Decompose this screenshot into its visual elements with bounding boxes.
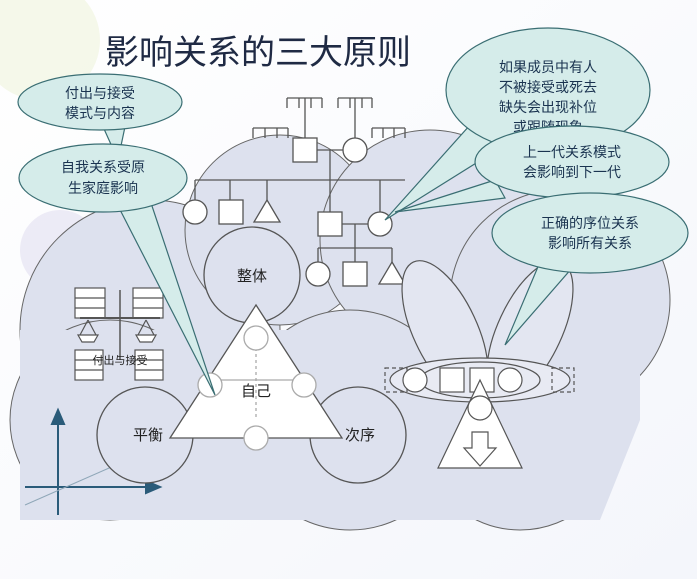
bubble-text: 会影响到下一代 [523,165,621,181]
bubble-text: 生家庭影响 [68,180,138,197]
bubble-generation: 上一代关系模式 会影响到下一代 [394,125,670,213]
label-self: 自己 [241,382,271,400]
female-circle [342,137,368,163]
scale-label: 付出与接受 [93,353,148,367]
order-flower [384,260,575,469]
bubble-give-receive: 付出与接受 模式与内容 [17,73,183,162]
axis-decoration [24,407,163,515]
bubble-order: 正确的序位关系 影响所有关系 [491,192,689,346]
male-square [292,137,318,163]
bubble-text: 缺失会出现补位 [499,100,597,116]
male-square [342,261,368,287]
bubble-text: 不被接受或死去 [499,79,597,96]
female-circle [182,199,208,225]
bubble-text: 影响所有关系 [548,236,632,252]
self-triangle [168,303,344,451]
unknown-triangle [252,198,282,223]
label-order: 次序 [345,426,375,444]
label-balance: 平衡 [133,426,163,444]
bubble-text: 正确的序位关系 [541,216,639,232]
unknown-triangle [377,260,407,285]
male-square [218,199,244,225]
female-circle [305,261,331,287]
bubble-text: 上一代关系模式 [523,145,621,161]
page-title: 影响关系的三大原则 [105,33,411,73]
bubble-self-family: 自我关系受原 生家庭影响 [18,143,216,396]
bubble-text: 付出与接受 [65,85,135,102]
male-square [317,211,343,237]
bubble-member-missing: 如果成员中有人 不被接受或死去 缺失会出现补位 或跟随现象 [384,27,651,221]
bubble-text: 自我关系受原 [61,160,145,176]
balance-scale [74,287,164,381]
bubble-text: 如果成员中有人 [499,60,597,76]
label-whole: 整体 [237,267,267,285]
bubble-text: 模式与内容 [65,105,135,122]
